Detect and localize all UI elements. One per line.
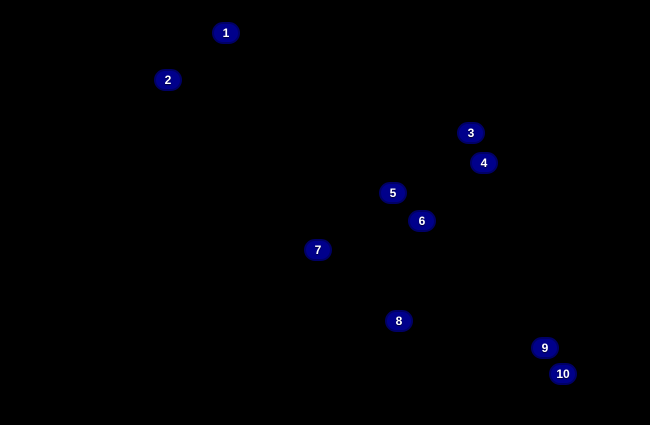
marker-badge-10[interactable]: 10 <box>549 363 577 385</box>
marker-badge-8[interactable]: 8 <box>385 310 413 332</box>
marker-badge-6[interactable]: 6 <box>408 210 436 232</box>
marker-badge-7[interactable]: 7 <box>304 239 332 261</box>
marker-badge-3[interactable]: 3 <box>457 122 485 144</box>
marker-badge-1[interactable]: 1 <box>212 22 240 44</box>
marker-badge-4[interactable]: 4 <box>470 152 498 174</box>
marker-badge-5[interactable]: 5 <box>379 182 407 204</box>
marker-badge-2[interactable]: 2 <box>154 69 182 91</box>
marker-badge-9[interactable]: 9 <box>531 337 559 359</box>
